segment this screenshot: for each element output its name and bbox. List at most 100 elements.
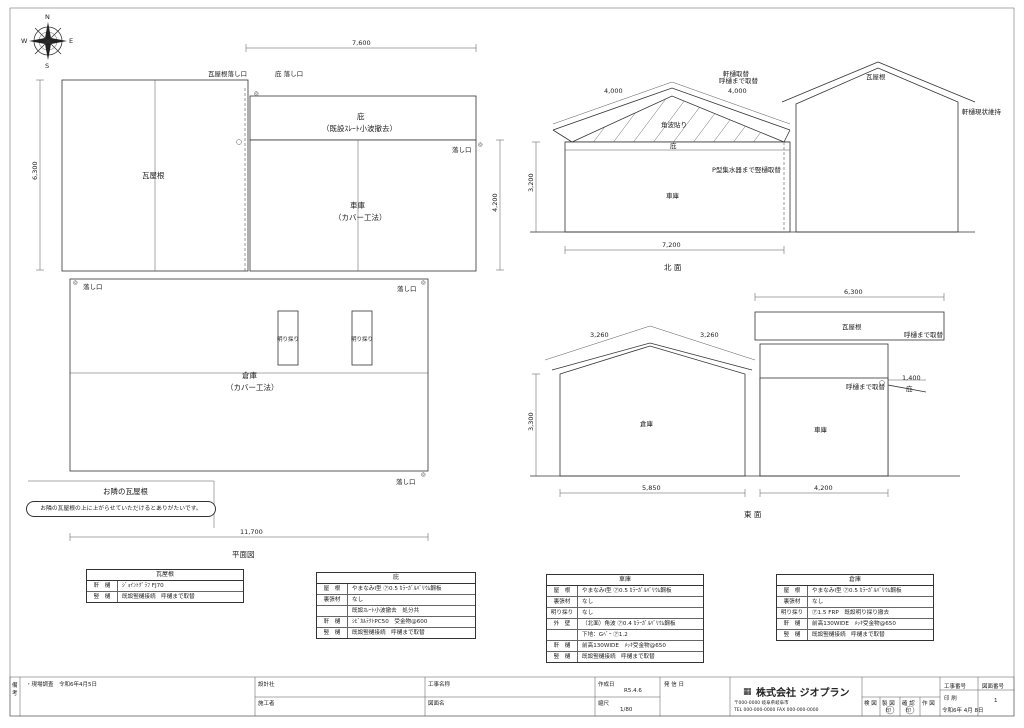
north-gutter-ridge2: 呼樋まで取替	[719, 76, 759, 85]
spec-table-eave: 庇屋 根やまなみⅠ型 ㋐0.5 ｶﾗｰｶﾞﾙﾊﾞﾘｳﾑ鋼板裏張材なし既設ｽﾚｰﾄ…	[316, 572, 476, 639]
east-dim-eave: 1,400	[902, 374, 921, 382]
plan-drain-right: 落し口	[452, 145, 472, 154]
svg-text:◎: ◎	[421, 472, 426, 478]
tb-page-label: 図面番号	[982, 684, 1005, 690]
tb-stamp-0: 検 図	[864, 701, 877, 707]
spec-row: 下地：Gﾍﾞｰ ㋐1.2	[547, 630, 703, 641]
spec-row: 軒 樋 ｼﾋﾞｶﾙﾃｸﾄPC50 受金物@600	[317, 617, 475, 628]
spec-row: 屋 根やまなみⅠ型 ㋐0.5 ｶﾗｰｶﾞﾙﾊﾞﾘｳﾑ鋼板	[317, 584, 475, 595]
tb-drawing-label: 図面名	[428, 701, 445, 707]
spec-row-label: 裏張材	[317, 595, 348, 605]
tb-stamp-mark-2: 印	[906, 708, 912, 714]
spec-row: 竪 樋既設竪樋接続 呼樋まで取替	[317, 628, 475, 638]
spec-row-label: 軒 樋	[317, 617, 348, 627]
north-dim-slope-right: 4,000	[728, 87, 747, 95]
neighbor-box-title: お隣の瓦屋根	[103, 486, 148, 496]
spec-row-value: 既設竪樋接続 呼樋まで取替	[812, 632, 885, 638]
north-collector: P型集水器まで竪樋取替	[712, 165, 781, 174]
spec-row-value: やまなみⅠ型 ㋐0.5 ｶﾗｰｶﾞﾙﾊﾞﾘｳﾑ鋼板	[352, 586, 442, 592]
plan-drain-mark-1: ◎	[254, 91, 259, 97]
spec-row-label: 明り採り	[777, 608, 808, 618]
plan-drain-wh-right: 落し口	[397, 284, 417, 293]
plan-dim-right: 4,200	[491, 193, 499, 212]
east-elevation: 3,260 3,260 倉庫 6,300 瓦屋根 呼樋まで取替 車庫 呼樋まで取…	[527, 288, 960, 519]
spec-row-value: ｼﾞｮｲﾝﾄｸﾞﾗﾌ FJ70	[122, 583, 164, 589]
north-eave-label: 庇	[670, 141, 677, 150]
tb-stamp-mark-1: 印	[886, 708, 892, 714]
spec-row-value: 前高130WIDE ﾒｯｷ受金物@650	[582, 643, 666, 649]
spec-row: 明り採りなし	[547, 608, 703, 619]
tb-page-no: 1	[994, 698, 998, 704]
stamp-circle-2	[905, 705, 915, 715]
north-elevation: 角波貼り 庇 車庫 P型集水器まで竪樋取替 4,000 4,000 軒樋取替 呼…	[527, 61, 1002, 272]
spec-row-value: やまなみⅠ型 ㋐0.5 ｶﾗｰｶﾞﾙﾊﾞﾘｳﾑ鋼板	[812, 588, 902, 594]
east-dim-width-right: 4,200	[814, 484, 833, 492]
tb-stamp-3: 作 図	[922, 701, 935, 707]
spec-row-label: 竪 樋	[777, 630, 808, 640]
plan-eave-title: 庇	[357, 111, 365, 121]
east-dim-top: 6,300	[844, 288, 863, 296]
spec-row-label: 裏張材	[547, 597, 578, 607]
tb-company-addr: 〒000-0000 岐阜県岐阜市	[734, 701, 789, 706]
north-tile-roof	[795, 67, 959, 233]
title-block: ▦	[9, 676, 1015, 717]
spec-row: 裏張材なし	[547, 597, 703, 608]
spec-row-value: 既設竪樋接続 呼樋まで取替	[122, 594, 195, 600]
stamp-circle-1	[885, 705, 895, 715]
spec-row: 既設ｽﾚｰﾄ小波撤去 処分共	[317, 606, 475, 617]
neighbor-note: お隣の瓦屋根の上に上がらせていただけるとありがたいです。	[26, 501, 216, 517]
tb-ref-label: 印 刷	[944, 696, 957, 702]
plan-skylight-2-label: 明り採り	[351, 335, 373, 343]
tb-issue-date: 令和6年 4月 8日	[942, 708, 984, 714]
north-dim-height: 3,200	[527, 173, 535, 192]
east-dim-width-left: 5,850	[642, 484, 661, 492]
north-dim-width: 7,200	[662, 241, 681, 249]
spec-row: 軒 樋ｼﾞｮｲﾝﾄｸﾞﾗﾌ FJ70	[87, 581, 243, 592]
plan-eave	[249, 95, 477, 141]
tb-design-label: 設計社	[258, 682, 275, 688]
spec-row-label: 屋 根	[547, 586, 578, 596]
spec-row-label	[317, 606, 348, 616]
tb-order-label: 発 信 日	[664, 682, 684, 688]
spec-row: 竪 樋既設竪樋接続 呼樋まで取替	[777, 630, 933, 640]
north-caption: 北 面	[664, 263, 682, 272]
plan-dim-bottom: 11,700	[240, 528, 263, 536]
spec-row-value: 前高130WIDE ﾒｯｷ受金物@650	[812, 621, 896, 627]
east-garage-label: 車庫	[814, 425, 828, 434]
spec-row-value: 既設ｽﾚｰﾄ小波撤去 処分共	[352, 608, 420, 614]
compass-w: W	[21, 37, 28, 45]
plan-warehouse-title: 倉庫	[242, 370, 257, 380]
spec-row-label: 軒 樋	[777, 619, 808, 629]
spec-row-value: なし	[812, 599, 824, 605]
north-gutter-keep: 軒樋現状維持	[962, 107, 1002, 116]
spec-row-value: 既設竪樋接続 呼樋まで取替	[582, 654, 655, 660]
north-tile-roof-label: 瓦屋根	[866, 72, 886, 81]
spec-row-value: やまなみⅠ型 ㋐0.5 ｶﾗｰｶﾞﾙﾊﾞﾘｳﾑ鋼板	[582, 588, 672, 594]
spec-row-value: なし	[352, 597, 364, 603]
spec-row-value: なし	[582, 610, 594, 616]
spec-table-garage: 車庫屋 根やまなみⅠ型 ㋐0.5 ｶﾗｰｶﾞﾙﾊﾞﾘｳﾑ鋼板裏張材なし明り採りな…	[546, 574, 704, 663]
tb-stamp-1: 製 図	[882, 701, 895, 707]
svg-text:◎: ◎	[421, 280, 426, 286]
spec-title: 車庫	[547, 575, 703, 586]
plan-view: 7,600 6,300 4,200 瓦屋根 瓦屋根落し口 庇 落し口 庇 （既設…	[28, 39, 504, 559]
tb-stamp-2: 確 認	[902, 701, 915, 707]
spec-row: 裏張材なし	[317, 595, 475, 606]
spec-row: 裏張材なし	[777, 597, 933, 608]
plan-drain-mark-2: ◎	[478, 142, 483, 148]
plan-tile-roof-drain: 瓦屋根落し口	[208, 69, 247, 78]
spec-row-value: 既設竪樋接続 呼樋まで取替	[352, 630, 425, 636]
plan-skylight-1	[277, 310, 299, 366]
tb-side-label: 備 考	[12, 683, 18, 697]
spec-row-label: 軒 樋	[547, 641, 578, 651]
plan-caption: 平面図	[232, 550, 255, 559]
plan-garage	[249, 139, 477, 272]
plan-dim-top: 7,600	[352, 39, 371, 47]
spec-row-value: ｼﾋﾞｶﾙﾃｸﾄPC50 受金物@600	[352, 619, 428, 625]
east-dim-slope-right: 3,260	[700, 331, 719, 339]
company-logo-icon: ▦	[743, 687, 752, 697]
plan-dim-left: 6,300	[31, 161, 39, 180]
east-dim-height: 3,300	[527, 412, 535, 431]
north-triangle-label: 角波貼り	[661, 120, 687, 129]
